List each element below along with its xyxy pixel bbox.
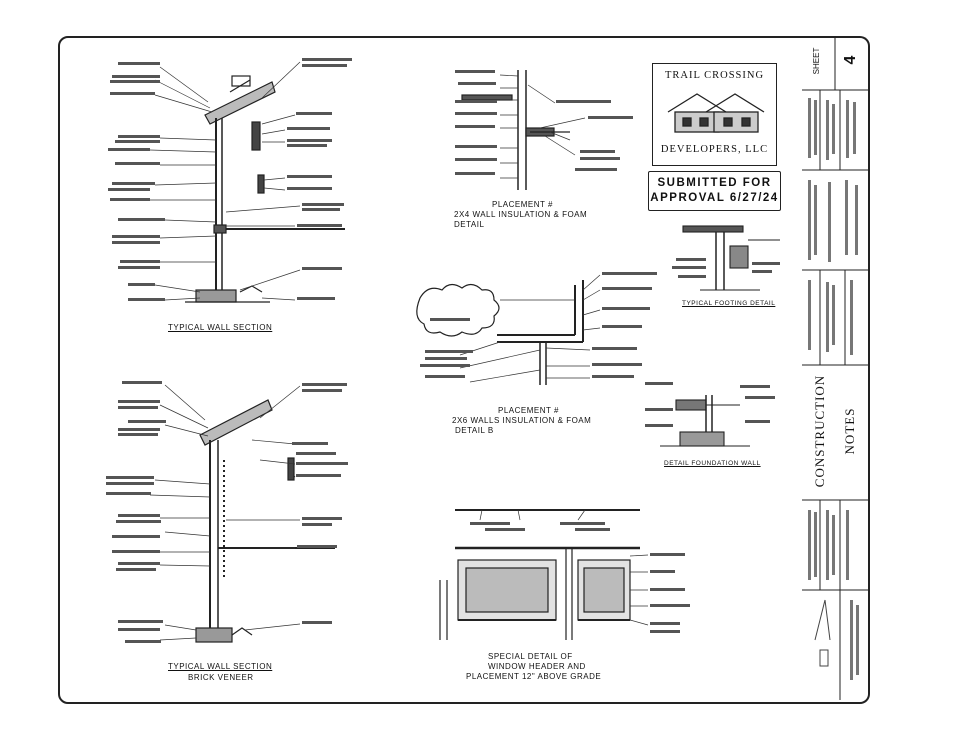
window-caption-3: PLACEMENT 12" ABOVE GRADE (466, 672, 602, 681)
placement-2x4-caption-1: PLACEMENT # (492, 200, 553, 209)
window-caption-2: WINDOW HEADER AND (488, 662, 586, 671)
placement-2x6-caption-3: DETAIL B (455, 426, 494, 435)
sheet-label: SHEET (812, 47, 821, 75)
brick-wall-section-detail (195, 399, 335, 643)
placement-2x6-leaders (459, 274, 601, 383)
foundation-label-marks (645, 382, 775, 427)
placement-2x6-label-marks (420, 272, 657, 378)
brick-wall-label-marks (106, 381, 348, 643)
wall-section-leaders (149, 61, 301, 301)
window-header-detail (439, 509, 640, 640)
title-block-marks (808, 98, 859, 680)
window-header-label-marks (470, 522, 690, 633)
window-header-leaders (479, 509, 649, 626)
company-logo: TRAIL CROSSING DEVELOPERS, LLC (652, 63, 777, 166)
window-caption-1: SPECIAL DETAIL OF (488, 652, 573, 661)
placement-2x6-detail (416, 280, 584, 385)
brick-wall-leaders (149, 384, 301, 641)
logo-line-1: TRAIL CROSSING (664, 70, 765, 81)
logo-house-icon (667, 93, 765, 133)
foundation-detail (660, 395, 750, 447)
placement-2x4-caption-3: DETAIL (454, 220, 485, 229)
stamp-line-1: SUBMITTED FOR (657, 177, 772, 189)
placement-2x4-caption-2: 2X4 WALL INSULATION & FOAM (454, 210, 588, 219)
footing-caption: TYPICAL FOOTING DETAIL (682, 300, 776, 307)
footing-detail (682, 225, 780, 291)
placement-2x6-caption-2: 2X6 WALLS INSULATION & FOAM (452, 416, 592, 425)
placement-2x6-caption-1: PLACEMENT # (498, 406, 559, 415)
placement-2x4-label-marks (455, 70, 633, 175)
placement-2x4-leaders (499, 74, 586, 179)
sheet-number: 4 (842, 55, 859, 65)
logo-line-2: DEVELOPERS, LLC (660, 144, 769, 155)
footing-label-marks (672, 258, 780, 278)
placement-2x4-detail (461, 70, 570, 190)
sheet-title-line-1: CONSTRUCTION (812, 374, 827, 488)
wall-section-label-marks (108, 58, 352, 301)
brick-wall-caption: TYPICAL WALL SECTION (168, 662, 273, 671)
foundation-caption: DETAIL FOUNDATION WALL (664, 460, 761, 467)
wall-section-caption: TYPICAL WALL SECTION (168, 323, 273, 332)
stamp-line-2: APPROVAL 6/27/24 (650, 192, 779, 204)
approval-stamp: SUBMITTED FOR APPROVAL 6/27/24 (648, 171, 781, 211)
wall-section-detail (185, 75, 345, 303)
drawing-sheet (58, 36, 814, 704)
title-block (802, 36, 870, 704)
brick-wall-caption-sub: BRICK VENEER (188, 673, 254, 682)
sheet-title-line-2: NOTES (842, 407, 857, 455)
